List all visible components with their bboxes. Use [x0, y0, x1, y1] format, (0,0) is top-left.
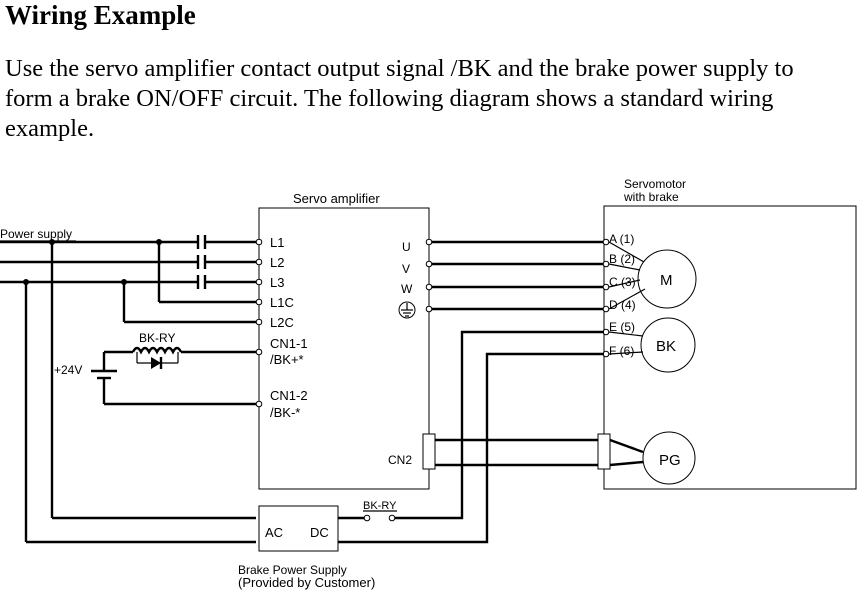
power-supply-label: Power supply — [0, 227, 72, 241]
servomotor-box — [603, 205, 857, 490]
brake-supply-label: Brake Power Supply — [238, 563, 347, 577]
junction-dots — [23, 239, 162, 285]
brake-supply-provided-label: (Provided by Customer) — [238, 575, 375, 590]
paragraph-line-2: form a brake ON/OFF circuit. The followi… — [5, 85, 774, 112]
terminal-a-label: A (1) — [609, 232, 634, 246]
relay-coil — [131, 346, 183, 355]
terminal-b-label: B (2) — [609, 252, 635, 266]
flyback-diode — [136, 352, 179, 369]
servomotor-label-2: with brake — [623, 190, 679, 204]
servomotor-label: Servomotor — [624, 177, 686, 191]
brake-power-supply-box — [258, 505, 339, 552]
encoder-symbol — [642, 431, 696, 485]
terminal-l1-label: L1 — [270, 235, 284, 250]
relay-contact-label: BK-RY — [363, 500, 397, 512]
amp-output-terminals — [425, 238, 433, 313]
cn1-2-label: CN1-2 — [270, 388, 308, 403]
description-paragraph: Use the servo amplifier contact output s… — [5, 54, 860, 144]
cn1-1-label: CN1-1 — [270, 336, 308, 351]
terminal-e-label: E (5) — [609, 320, 635, 334]
encoder-connector — [597, 433, 611, 470]
terminal-l3-label: L3 — [270, 275, 284, 290]
servo-amplifier-box — [258, 207, 430, 490]
cn2-label: CN2 — [388, 453, 412, 467]
output-u-label: U — [402, 240, 411, 254]
terminal-d-label: D (4) — [609, 298, 636, 312]
paragraph-line-1: Use the servo amplifier contact output s… — [5, 55, 794, 82]
output-w-label: W — [401, 282, 413, 296]
relay-contact-switch — [338, 514, 396, 522]
encoder-label: PG — [659, 452, 681, 469]
dc-label: DC — [310, 525, 329, 540]
bk-minus-label: /BK-* — [270, 405, 300, 420]
voltage-label: +24V — [54, 363, 82, 377]
terminal-l2c-label: L2C — [270, 315, 294, 330]
page-title: Wiring Example — [5, 0, 196, 30]
contactor-contacts — [196, 235, 207, 289]
motor-symbol — [637, 249, 697, 309]
bk-plus-label: /BK+* — [270, 352, 304, 367]
servo-amplifier-label: Servo amplifier — [293, 191, 380, 206]
terminal-f-label: F (6) — [609, 344, 634, 358]
amp-input-terminals — [255, 238, 263, 408]
cn2-connector — [422, 433, 436, 470]
motor-label: M — [660, 272, 673, 289]
relay-coil-label: BK-RY — [139, 331, 175, 345]
terminal-l1c-label: L1C — [270, 295, 294, 310]
terminal-l2-label: L2 — [270, 255, 284, 270]
ground-icon — [398, 301, 416, 319]
battery-symbol — [91, 369, 117, 380]
brake-symbol — [640, 317, 696, 373]
output-v-label: V — [402, 262, 410, 276]
paragraph-line-3: example. — [5, 115, 95, 142]
ac-label: AC — [265, 525, 283, 540]
brake-label: BK — [656, 338, 676, 355]
